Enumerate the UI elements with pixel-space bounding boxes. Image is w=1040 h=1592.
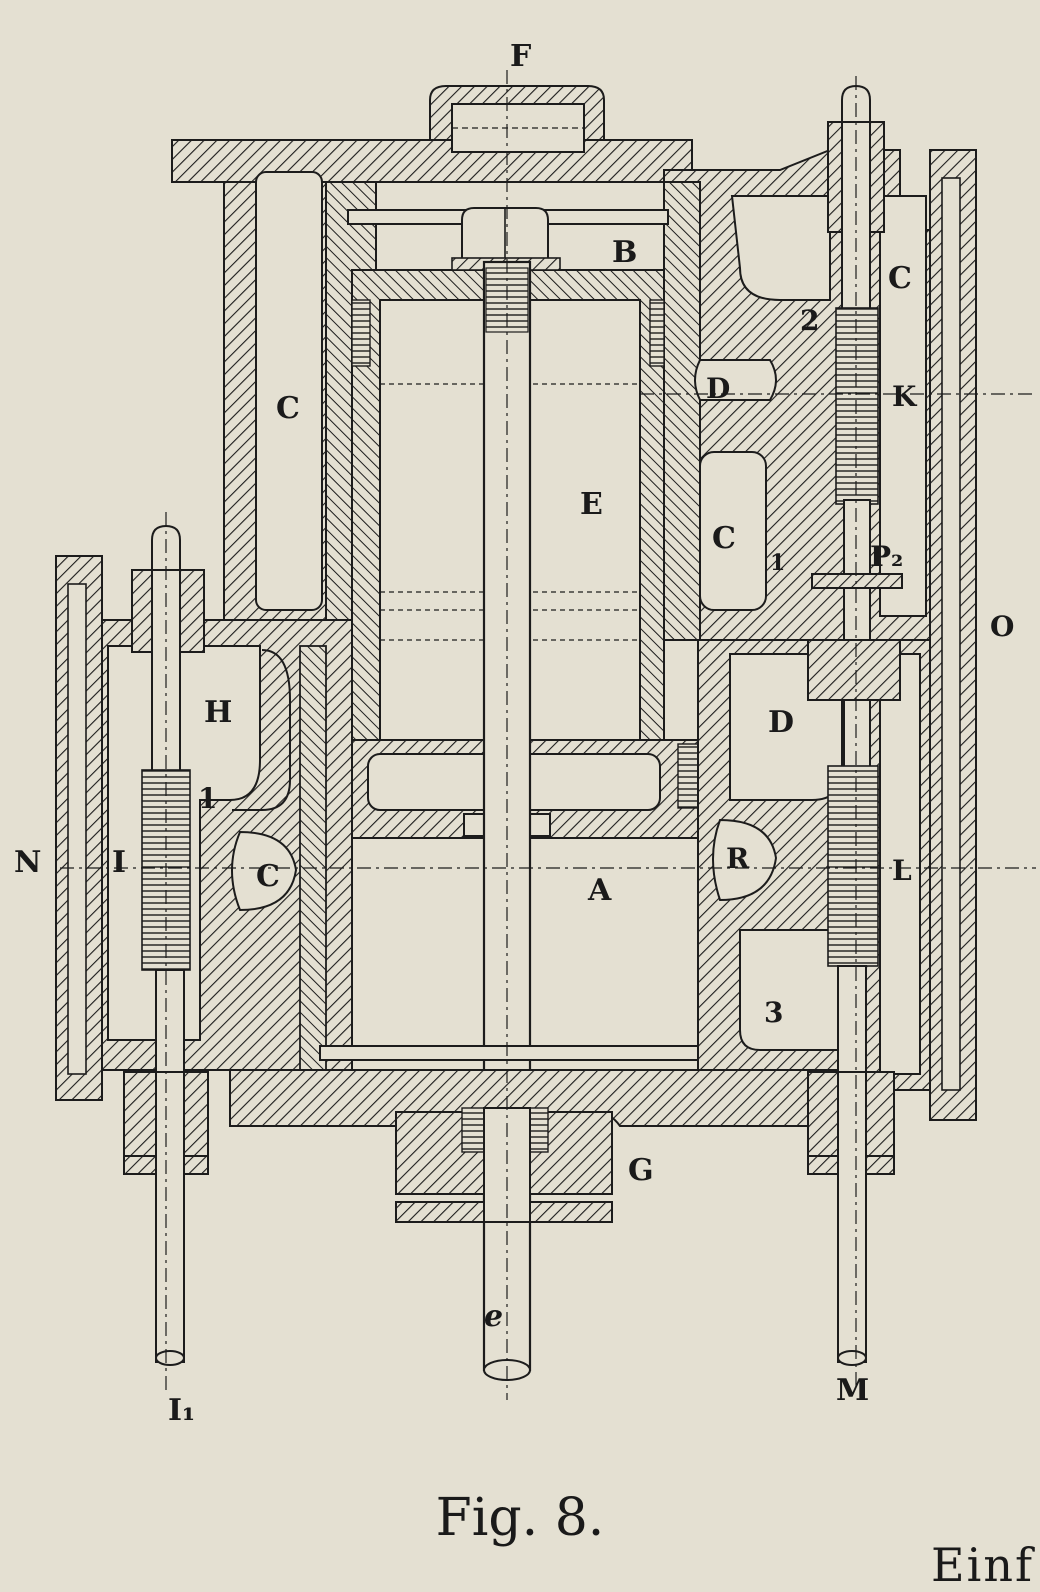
rod-nut — [451, 207, 561, 271]
label-B: B — [612, 235, 637, 270]
label-1: 1 — [198, 782, 217, 815]
label-L: L — [892, 854, 912, 887]
label-A: A — [587, 873, 612, 908]
section-lines — [60, 70, 1036, 1400]
top-cover — [171, 85, 693, 183]
diagram-labels: F B C C C E D 2 K 1 P₂ O H D 1 N I C R L… — [14, 39, 1014, 1428]
label-K: K — [892, 380, 918, 413]
label-D-lower: D — [768, 705, 794, 740]
label-M: M — [836, 1373, 869, 1408]
label-G: G — [628, 1153, 654, 1188]
label-2: 2 — [800, 304, 819, 337]
label-D-upper: D — [706, 372, 730, 405]
right-valve-assembly — [807, 84, 903, 1366]
bottom-cover — [229, 1045, 841, 1223]
label-O: O — [990, 610, 1014, 643]
figure-caption: Fig. 8. — [435, 1488, 605, 1548]
label-I1: I₁ — [168, 1393, 195, 1428]
label-I: I — [112, 845, 126, 880]
label-H: H — [204, 695, 232, 730]
label-C-left-port: C — [256, 859, 280, 894]
label-C-top-right: C — [888, 261, 912, 296]
label-C-top-left: C — [276, 391, 300, 426]
left-cylinder-wall — [223, 171, 377, 643]
label-P2: P₂ — [870, 540, 903, 573]
label-e: e — [484, 1299, 503, 1334]
label-N: N — [14, 845, 41, 880]
label-C-mid-right: C — [712, 521, 736, 556]
cut-off-text: Einf — [931, 1538, 1034, 1592]
label-R: R — [726, 842, 750, 875]
label-1-small: 1 — [770, 550, 785, 576]
label-E: E — [580, 487, 603, 522]
label-3: 3 — [764, 996, 783, 1029]
left-outer-jacket — [55, 555, 103, 1101]
lower-left-body — [99, 619, 353, 1101]
label-F: F — [510, 39, 531, 74]
right-outer-jacket — [929, 149, 977, 1121]
